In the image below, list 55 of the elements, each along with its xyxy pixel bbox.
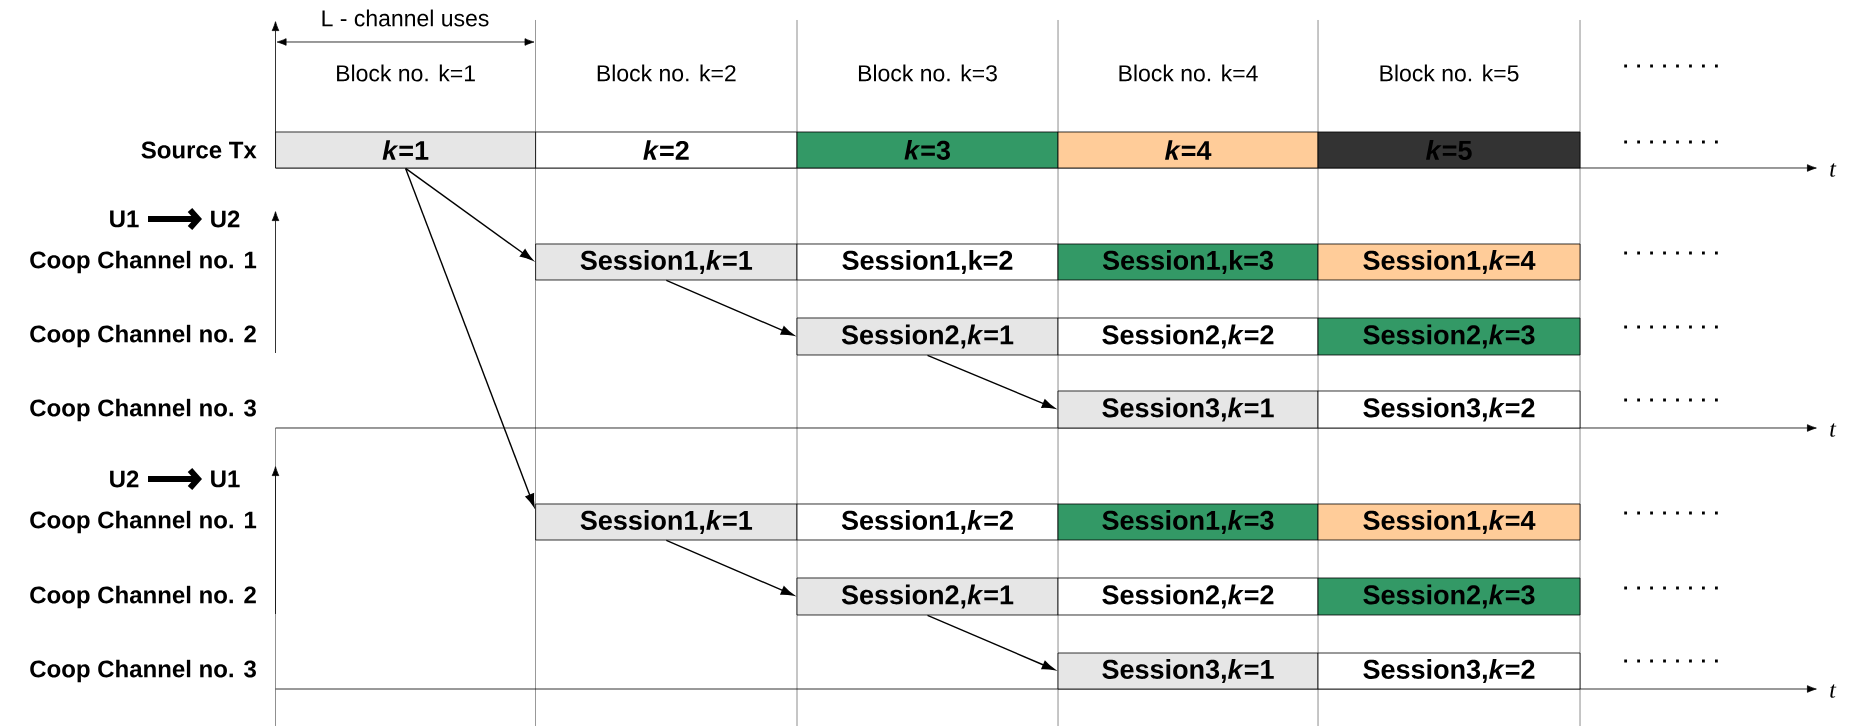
time-slot-box: Session2,k=3 bbox=[1317, 317, 1581, 356]
ellipsis: . . . . . . . . bbox=[1624, 325, 1718, 329]
row-label: U1 bbox=[211, 470, 240, 488]
header-label: Block no. k=1 bbox=[337, 64, 475, 82]
row-label: Coop Channel no. 1 bbox=[30, 510, 257, 534]
time-slot-box: Session1,k=3 bbox=[1057, 243, 1319, 281]
arrow bbox=[404, 167, 534, 261]
time-slot-box: Session1,k=2 bbox=[796, 503, 1059, 541]
time-slot-box: Session2,k=1 bbox=[796, 317, 1059, 356]
header-label: Block no. k=5 bbox=[1380, 64, 1519, 82]
arrow bbox=[926, 614, 1056, 671]
row-label: U2 bbox=[110, 470, 139, 488]
ellipsis: . . . . . . . . bbox=[1624, 586, 1718, 590]
ellipsis: . . . . . . . . bbox=[1624, 659, 1718, 663]
arrow bbox=[404, 167, 535, 508]
ellipsis: . . . . . . . . bbox=[1624, 64, 1718, 68]
time-slot-box: Session1,k=3 bbox=[1057, 503, 1319, 541]
header-label: Block no. k=3 bbox=[858, 64, 997, 82]
row-label: Coop Channel no. 3 bbox=[30, 659, 256, 683]
ellipsis: . . . . . . . . bbox=[1624, 251, 1718, 255]
time-slot-box: Session3,k=1 bbox=[1057, 390, 1319, 429]
time-slot-box: Session2,k=1 bbox=[796, 577, 1059, 616]
time-slot-box: Session3,k=2 bbox=[1317, 390, 1581, 429]
time-slot-box: k=2 bbox=[535, 131, 798, 169]
time-slot-box: k=1 bbox=[275, 131, 537, 169]
row-label: U1 bbox=[110, 210, 139, 228]
row-label: Coop Channel no. 3 bbox=[30, 398, 256, 422]
header-label: Block no. k=2 bbox=[597, 64, 736, 82]
time-slot-box: Session2,k=2 bbox=[1057, 577, 1319, 616]
time-slot-box: k=3 bbox=[796, 131, 1059, 169]
row-label: Coop Channel no. 2 bbox=[30, 324, 256, 348]
time-slot-box: Session2,k=2 bbox=[1057, 317, 1319, 356]
time-slot-box: Session2,k=3 bbox=[1317, 577, 1581, 616]
time-slot-box: Session1,k=4 bbox=[1317, 243, 1581, 281]
header-label: Block no. k=4 bbox=[1119, 64, 1258, 82]
time-slot-box: Session1,k=1 bbox=[535, 503, 798, 541]
row-label: Coop Channel no. 1 bbox=[30, 250, 257, 274]
ellipsis: . . . . . . . . bbox=[1624, 140, 1718, 144]
row-label: U2 bbox=[211, 210, 240, 228]
axis-label: t bbox=[1830, 684, 1837, 698]
ellipsis: . . . . . . . . bbox=[1624, 398, 1718, 402]
time-slot-box: k=4 bbox=[1057, 131, 1319, 169]
time-slot-box: Session3,k=1 bbox=[1057, 652, 1319, 690]
axis-label: t bbox=[1830, 423, 1837, 437]
axis-label: t bbox=[1830, 163, 1837, 177]
arrow bbox=[665, 539, 795, 596]
row-label: Coop Channel no. 2 bbox=[30, 585, 256, 609]
ellipsis: . . . . . . . . bbox=[1624, 511, 1718, 515]
time-slot-box: Session1,k=4 bbox=[1317, 503, 1581, 541]
header-label: L - channel uses bbox=[322, 9, 489, 27]
time-slot-box: Session1,k=1 bbox=[535, 243, 798, 281]
arrow bbox=[665, 279, 795, 336]
time-slot-box: Session1,k=2 bbox=[796, 243, 1059, 281]
time-slot-box: Session3,k=2 bbox=[1317, 652, 1581, 690]
arrow bbox=[926, 354, 1056, 409]
